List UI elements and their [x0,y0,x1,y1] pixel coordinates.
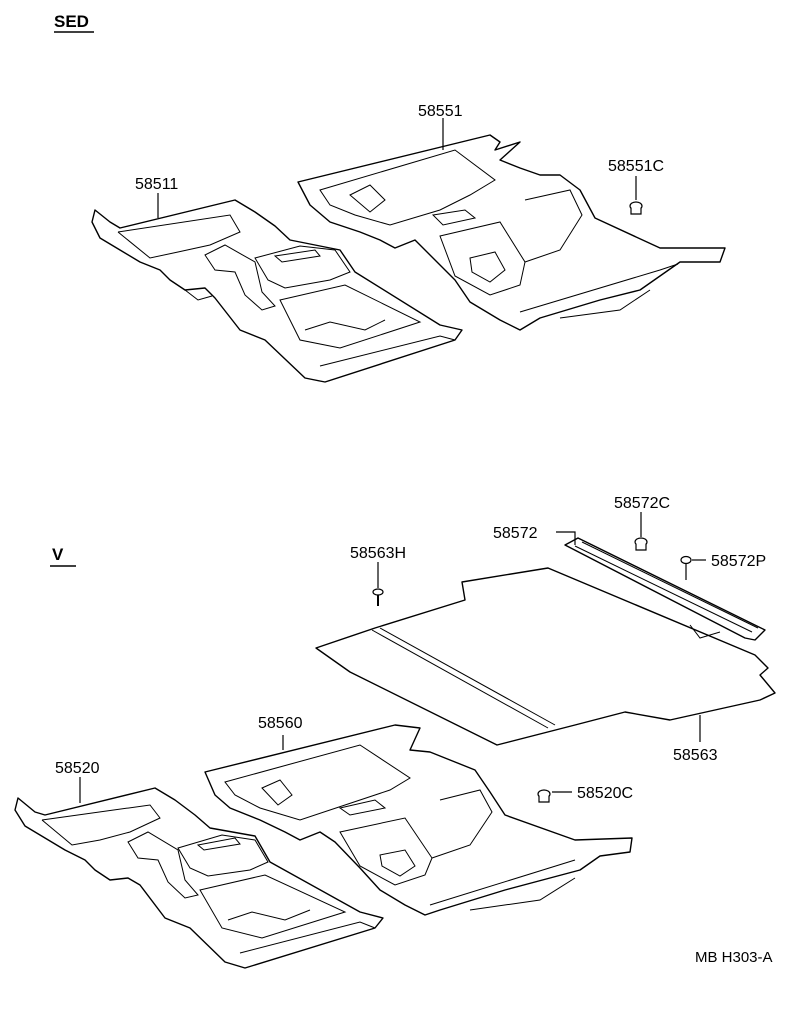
part-label-58551: 58551 [418,103,463,120]
part-label-58563: 58563 [673,747,718,764]
front-floor-carpet-van [14,787,384,969]
section-label-van: V [52,545,64,564]
rear-floor-carpet-sedan [297,134,726,331]
part-label-58520: 58520 [55,760,100,777]
screw-58563H [372,588,384,606]
diagram-code: MB H303-A [695,949,773,966]
part-label-58520C: 58520C [577,785,633,802]
part-label-58511: 58511 [135,176,178,193]
section-label-sedan: SED [54,12,89,31]
rear-floor-mat-van [315,567,776,746]
front-floor-carpet-sedan [91,199,463,383]
rear-floor-carpet-van [204,724,633,916]
part-label-58551C: 58551C [608,158,664,175]
part-label-58572: 58572 [493,525,538,542]
trim-strip-van [564,537,766,641]
part-label-58572C: 58572C [614,495,670,512]
plug-58572P [680,555,692,565]
part-label-58572P: 58572P [711,553,766,570]
clip-58520C [537,789,551,803]
clip-58572C [634,537,648,551]
part-label-58560: 58560 [258,715,303,732]
clip-58551C [629,201,643,215]
part-label-58563H: 58563H [350,545,406,562]
leader-58572 [556,531,576,545]
